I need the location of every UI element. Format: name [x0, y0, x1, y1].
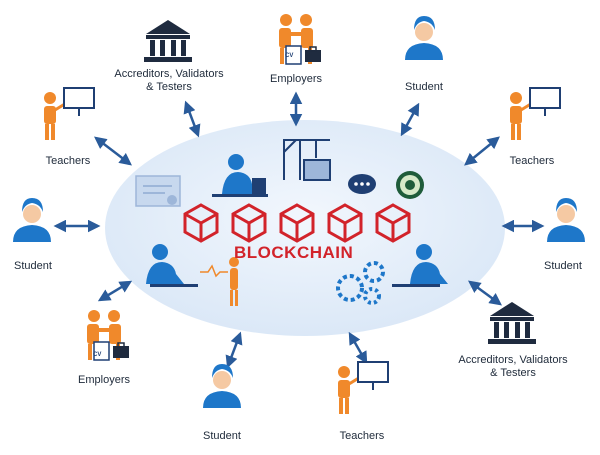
certificate-icon — [135, 175, 181, 207]
cv-badge: CV — [285, 53, 293, 59]
teacher-icon — [336, 360, 390, 416]
bank-icon — [144, 20, 192, 62]
student-avatar-icon — [13, 198, 51, 242]
laptop-worker-icon — [212, 154, 268, 197]
arrow-employers-bottom — [97, 280, 133, 302]
factory-crane-icon — [283, 139, 331, 181]
cv-badge: CV — [93, 352, 101, 358]
teacher-icon — [508, 86, 562, 142]
teacher-icon — [42, 86, 96, 142]
connection-arrows — [53, 91, 545, 369]
label-employers-bottom: Employers — [78, 374, 130, 386]
bank-icon — [488, 302, 536, 344]
blockchain-title: BLOCKCHAIN — [234, 243, 354, 262]
label-employers-top: Employers — [270, 73, 322, 85]
label-student-right: Student — [544, 260, 582, 272]
label-line: & Testers — [146, 81, 192, 93]
chat-bubble-icon — [348, 174, 376, 194]
student-avatar-icon — [405, 16, 443, 60]
gears-icon — [336, 261, 385, 305]
label-line: Accreditors, Validators — [114, 68, 224, 80]
arrow-accreditors-top — [183, 100, 201, 138]
label-student-bottom: Student — [203, 430, 241, 442]
student-avatar-icon — [547, 198, 585, 242]
arrow-teachers-top-left — [94, 136, 132, 166]
label-teachers-top-right: Teachers — [509, 155, 555, 167]
label-student-left: Student — [14, 260, 52, 272]
body-anatomy-icon — [200, 257, 239, 306]
arrow-accreditors-bottom — [467, 280, 503, 306]
arrow-teachers-top-right — [464, 136, 500, 166]
label-student-top-right: Student — [405, 81, 443, 93]
arrow-teachers-bottom — [348, 331, 368, 365]
arrow-student-top-right — [400, 102, 420, 137]
arrow-student-bottom — [225, 331, 243, 369]
student-avatar-icon — [203, 364, 241, 408]
label-line: & Testers — [490, 367, 536, 379]
verified-seal-icon — [396, 171, 424, 199]
label-accreditors-top: Accreditors, Validators & Testers — [108, 68, 230, 94]
laptop-worker-icon — [146, 244, 198, 287]
label-accreditors-bottom: Accreditors, Validators & Testers — [448, 354, 578, 380]
laptop-worker-icon — [392, 244, 448, 287]
label-teachers-top-left: Teachers — [45, 155, 91, 167]
label-teachers-bottom: Teachers — [339, 430, 385, 442]
blockchain-ellipse — [105, 120, 505, 336]
label-line: Accreditors, Validators — [458, 354, 568, 366]
